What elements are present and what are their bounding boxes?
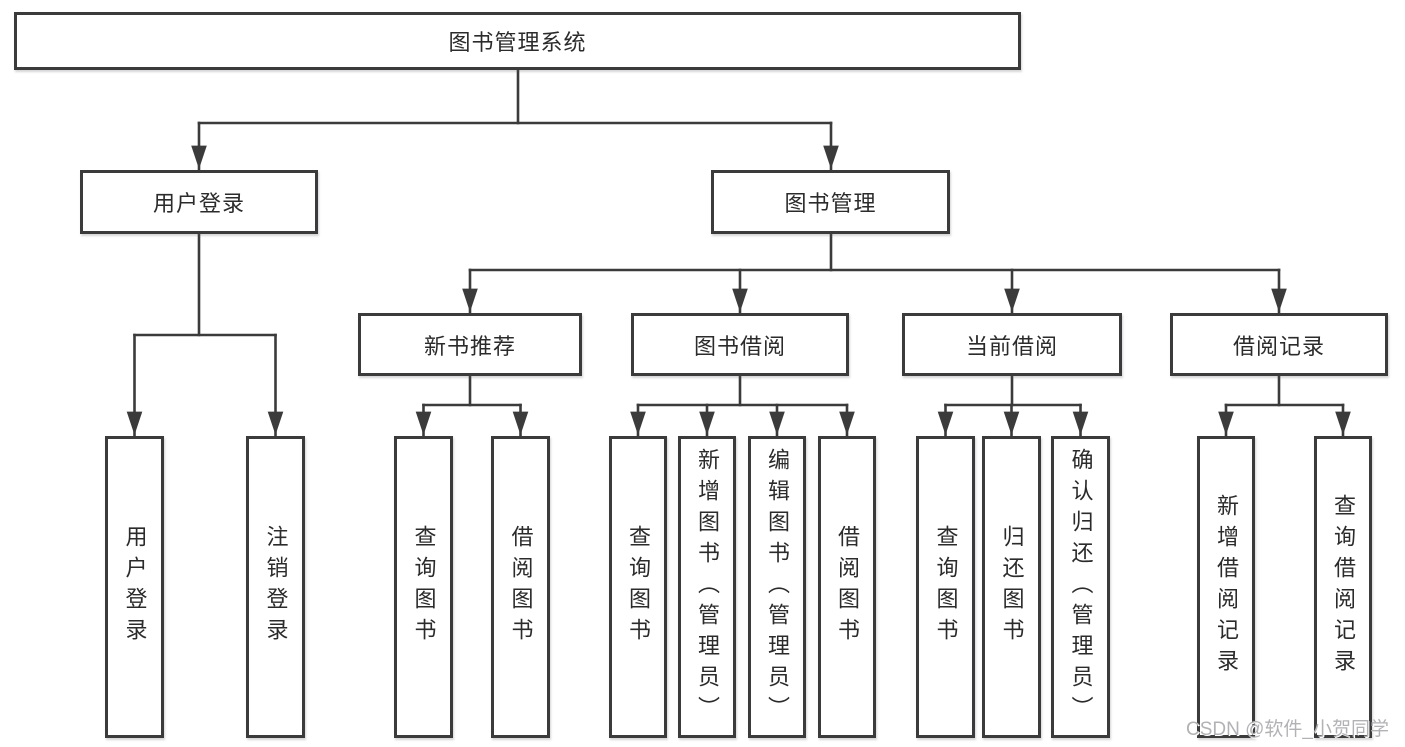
leaf-edit-books-admin: 编辑图书（管理员）: [748, 436, 806, 738]
node-user-login: 用户登录: [80, 170, 318, 234]
leaf-add-books-admin-label: 新增图书（管理员）: [695, 447, 720, 727]
leaf-borrowing-borrow-books-label: 借阅图书: [835, 525, 860, 649]
leaf-newbooks-query-books: 查询图书: [394, 436, 453, 738]
node-current-borrowing: 当前借阅: [902, 313, 1122, 376]
leaf-newbooks-borrow-books: 借阅图书: [491, 436, 550, 738]
leaf-current-query-books: 查询图书: [916, 436, 975, 738]
node-new-book-recommendation: 新书推荐: [358, 313, 582, 376]
csdn-watermark: CSDN @软件_小贺同学: [1186, 719, 1389, 740]
leaf-borrowing-borrow-books: 借阅图书: [818, 436, 876, 738]
node-root-system: 图书管理系统: [14, 12, 1021, 70]
node-borrowing-records: 借阅记录: [1170, 313, 1388, 376]
leaf-borrowing-query-books-label: 查询图书: [626, 525, 651, 649]
node-book-borrowing-label: 图书借阅: [693, 333, 786, 359]
leaf-confirm-return-admin: 确认归还（管理员）: [1051, 436, 1110, 738]
node-new-book-recommendation-label: 新书推荐: [423, 333, 516, 359]
leaf-query-borrow-record-label: 查询借阅记录: [1331, 494, 1356, 680]
leaf-edit-books-admin-label: 编辑图书（管理员）: [765, 447, 790, 727]
node-current-borrowing-label: 当前借阅: [965, 333, 1058, 359]
leaf-user-login: 用户登录: [105, 436, 164, 738]
leaf-newbooks-query-books-label: 查询图书: [411, 525, 437, 649]
leaf-current-query-books-label: 查询图书: [933, 525, 959, 649]
node-book-management: 图书管理: [711, 170, 950, 234]
node-book-management-label: 图书管理: [784, 191, 877, 216]
leaf-add-books-admin: 新增图书（管理员）: [678, 436, 736, 738]
leaf-query-borrow-record: 查询借阅记录: [1314, 436, 1372, 738]
node-borrowing-records-label: 借阅记录: [1232, 333, 1325, 359]
leaf-return-books: 归还图书: [982, 436, 1041, 738]
node-book-borrowing: 图书借阅: [631, 313, 849, 376]
leaf-return-books-label: 归还图书: [999, 525, 1025, 649]
leaf-logout-label: 注销登录: [263, 525, 289, 649]
leaf-add-borrow-record: 新增借阅记录: [1197, 436, 1255, 738]
node-root-label: 图书管理系统: [448, 30, 587, 55]
node-user-login-label: 用户登录: [152, 191, 245, 216]
leaf-logout: 注销登录: [246, 436, 305, 738]
leaf-borrowing-query-books: 查询图书: [609, 436, 667, 738]
leaf-user-login-label: 用户登录: [122, 525, 148, 649]
leaf-newbooks-borrow-books-label: 借阅图书: [508, 525, 534, 649]
leaf-add-borrow-record-label: 新增借阅记录: [1214, 494, 1239, 680]
leaf-confirm-return-admin-label: 确认归还（管理员）: [1068, 447, 1094, 727]
